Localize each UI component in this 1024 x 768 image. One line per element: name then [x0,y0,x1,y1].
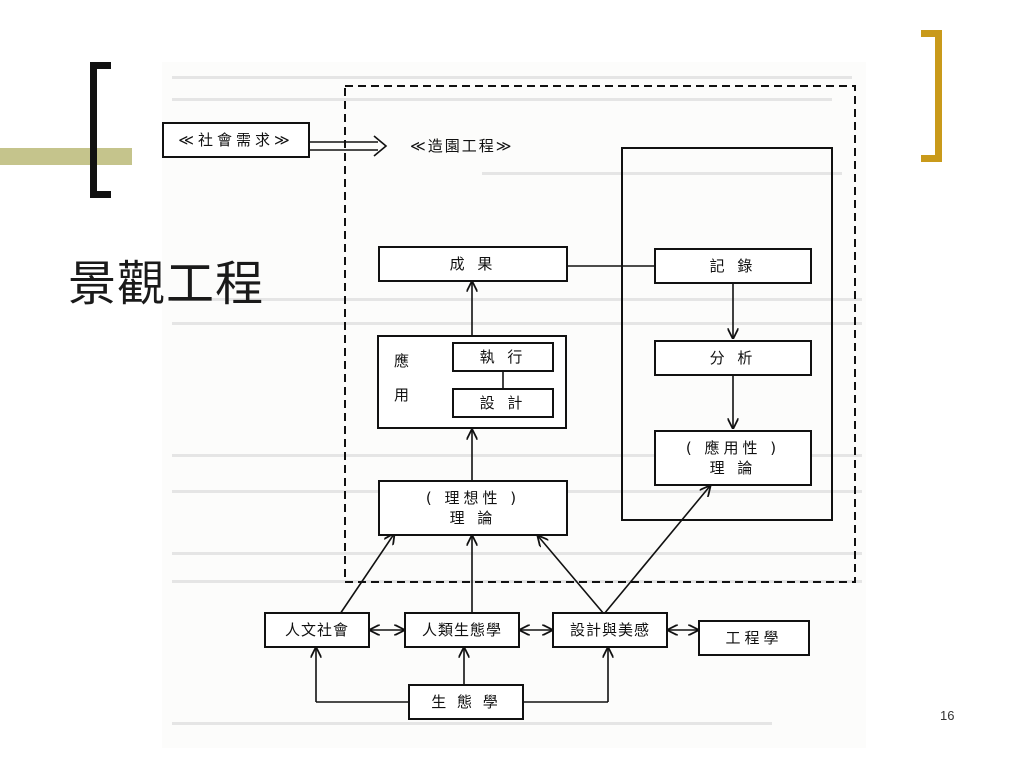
scan-noise [172,322,862,325]
humanities-society-node: 人文社會 [264,612,370,648]
page-number: 16 [940,708,955,723]
engineering-node: 工程學 [698,620,810,656]
applied-theory-line2: 理 論 [709,459,757,477]
design-node: 設 計 [452,388,554,418]
ideal-theory-line2: 理 論 [449,509,497,527]
scan-noise [172,722,772,725]
landscape-engineering-label: ≪造園工程≫ [410,137,514,155]
human-ecology-node: 人類生態學 [404,612,520,648]
ecology-node: 生 態 學 [408,684,524,720]
left-bracket-decoration [90,62,111,198]
design-aesthetics-node: 設計與美感 [552,612,668,648]
application-label-1: 應 [394,352,412,370]
analysis-node: 分 析 [654,340,812,376]
application-label-2: 用 [394,386,412,404]
ideal-theory-node: ( 理想性 ) 理 論 [378,480,568,536]
scan-noise [172,552,862,555]
applied-theory-line1: ( 應用性 ) [685,438,781,457]
scan-noise [172,76,852,79]
right-bracket-decoration [921,30,942,162]
slide-title: 景觀工程 [68,256,265,312]
scan-noise [172,454,862,457]
scan-noise [172,98,832,101]
ideal-theory-line1: ( 理想性 ) [425,488,521,507]
accent-bar [0,148,132,165]
execution-node: 執 行 [452,342,554,372]
applied-theory-node: ( 應用性 ) 理 論 [654,430,812,486]
record-node: 記 錄 [654,248,812,284]
result-node: 成 果 [378,246,568,282]
research-panel [621,147,833,521]
social-need-node: ≪社會需求≫ [162,122,310,158]
scan-noise [482,172,842,175]
landscape-engineering-boundary [344,85,856,583]
diagram-figure: ≪社會需求≫ ≪造園工程≫ 成 果 應 用 執 行 設 計 ( 理想性 ) 理 … [162,62,866,748]
scan-noise [172,298,862,301]
